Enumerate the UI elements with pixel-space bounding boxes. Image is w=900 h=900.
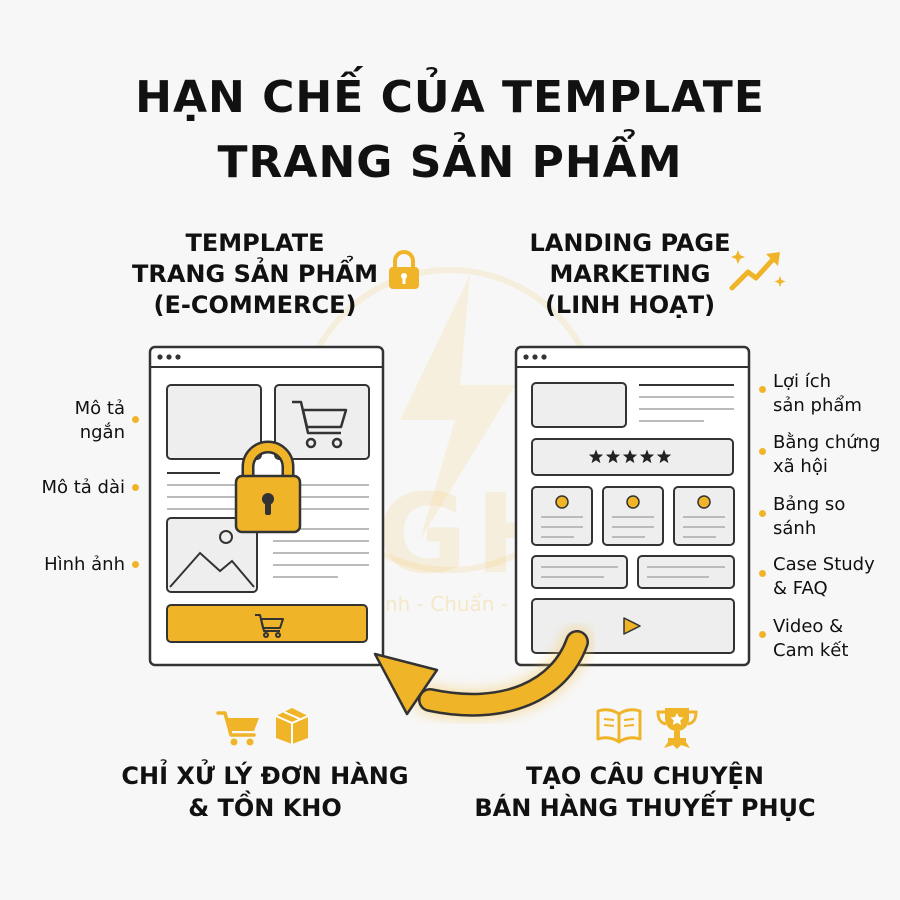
ecommerce-limitation-line-1: CHỈ XỬ LÝ ĐƠN HÀNG bbox=[121, 762, 409, 790]
right-label-3-line-1: Case Study bbox=[773, 554, 875, 575]
label-images: Hình ảnh bbox=[20, 553, 125, 577]
left-label-2-line-1: Hình ảnh bbox=[44, 554, 125, 575]
right-heading-line-3: (LINH HOẠT) bbox=[544, 291, 716, 319]
bullet-dot bbox=[759, 386, 766, 393]
bullet-dot bbox=[132, 484, 139, 491]
label-comparison-table: Bảng so sánh bbox=[773, 493, 898, 541]
right-label-4-line-2: Cam kết bbox=[773, 640, 849, 661]
play-icon bbox=[623, 617, 641, 635]
right-label-1-line-2: xã hội bbox=[773, 456, 828, 477]
label-product-benefits: Lợi ích sản phẩm bbox=[773, 370, 898, 418]
lock-icon bbox=[389, 250, 419, 289]
bullet-dot bbox=[759, 631, 766, 638]
trophy-icon bbox=[656, 708, 698, 749]
right-label-0-line-2: sản phẩm bbox=[773, 395, 862, 416]
bullet-dot bbox=[759, 570, 766, 577]
bullet-dot bbox=[132, 416, 139, 423]
landing-benefit-line-2: BÁN HÀNG THUYẾT PHỤC bbox=[474, 794, 816, 822]
growth-arrow-icon bbox=[729, 250, 786, 291]
curved-arrow-icon bbox=[373, 627, 592, 720]
cart-icon bbox=[292, 400, 348, 449]
ecommerce-template-mockup bbox=[148, 345, 385, 667]
big-lock-icon bbox=[234, 440, 302, 534]
bullet-dot bbox=[132, 561, 139, 568]
star-icon bbox=[605, 449, 621, 464]
label-video-commitment: Video & Cam kết bbox=[773, 615, 898, 663]
right-label-4-line-1: Video & bbox=[773, 616, 844, 637]
page-title-line-1: HẠN CHẾ CỦA TEMPLATE bbox=[135, 72, 765, 123]
left-heading-line-3: (E-COMMERCE) bbox=[153, 291, 357, 319]
image-placeholder-icon bbox=[169, 530, 255, 588]
landing-benefit-text: TẠO CÂU CHUYỆN BÁN HÀNG THUYẾT PHỤC bbox=[455, 760, 835, 824]
bullet-dot bbox=[759, 448, 766, 455]
bullet-dot bbox=[759, 510, 766, 517]
label-case-study-faq: Case Study & FAQ bbox=[773, 553, 898, 601]
label-short-description: Mô tả ngắn bbox=[20, 397, 125, 445]
left-heading: TEMPLATE TRANG SẢN PHẨM (E-COMMERCE) bbox=[110, 228, 400, 321]
label-short-description-text: Mô tả ngắn bbox=[20, 397, 125, 445]
page-title-line-2: TRANG SẢN PHẨM bbox=[217, 137, 683, 188]
right-label-3-line-2: & FAQ bbox=[773, 578, 828, 599]
left-label-1-line-1: Mô tả dài bbox=[41, 477, 125, 498]
right-label-2-line-2: sánh bbox=[773, 518, 817, 539]
star-icon bbox=[639, 449, 655, 464]
right-label-2-line-1: Bảng so bbox=[773, 494, 846, 515]
right-heading-line-1: LANDING PAGE bbox=[529, 229, 731, 257]
right-label-1-line-1: Bằng chứng bbox=[773, 432, 881, 453]
right-heading-line-2: MARKETING bbox=[549, 260, 711, 288]
rating-stars bbox=[588, 449, 672, 464]
landing-benefit-line-1: TẠO CÂU CHUYỆN bbox=[525, 762, 765, 790]
label-long-description: Mô tả dài bbox=[20, 476, 125, 500]
right-heading: LANDING PAGE MARKETING (LINH HOẠT) bbox=[505, 228, 755, 321]
left-label-0-line-2: ngắn bbox=[79, 422, 125, 443]
ecommerce-limitation-text: CHỈ XỬ LÝ ĐƠN HÀNG & TỒN KHO bbox=[90, 760, 440, 824]
label-social-proof: Bằng chứng xã hội bbox=[773, 431, 898, 479]
cart-button-icon bbox=[255, 614, 284, 638]
cart-icon bbox=[216, 711, 259, 746]
star-icon bbox=[588, 449, 604, 464]
book-icon bbox=[596, 708, 642, 744]
box-icon bbox=[275, 708, 309, 744]
star-icon bbox=[656, 449, 672, 464]
left-heading-line-1: TEMPLATE bbox=[185, 229, 325, 257]
right-label-0-line-1: Lợi ích bbox=[773, 371, 832, 392]
star-icon bbox=[622, 449, 638, 464]
ecommerce-limitation-line-2: & TỒN KHO bbox=[188, 794, 342, 822]
left-heading-line-2: TRANG SẢN PHẨM bbox=[132, 260, 378, 288]
left-label-0-line-1: Mô tả bbox=[74, 398, 125, 419]
